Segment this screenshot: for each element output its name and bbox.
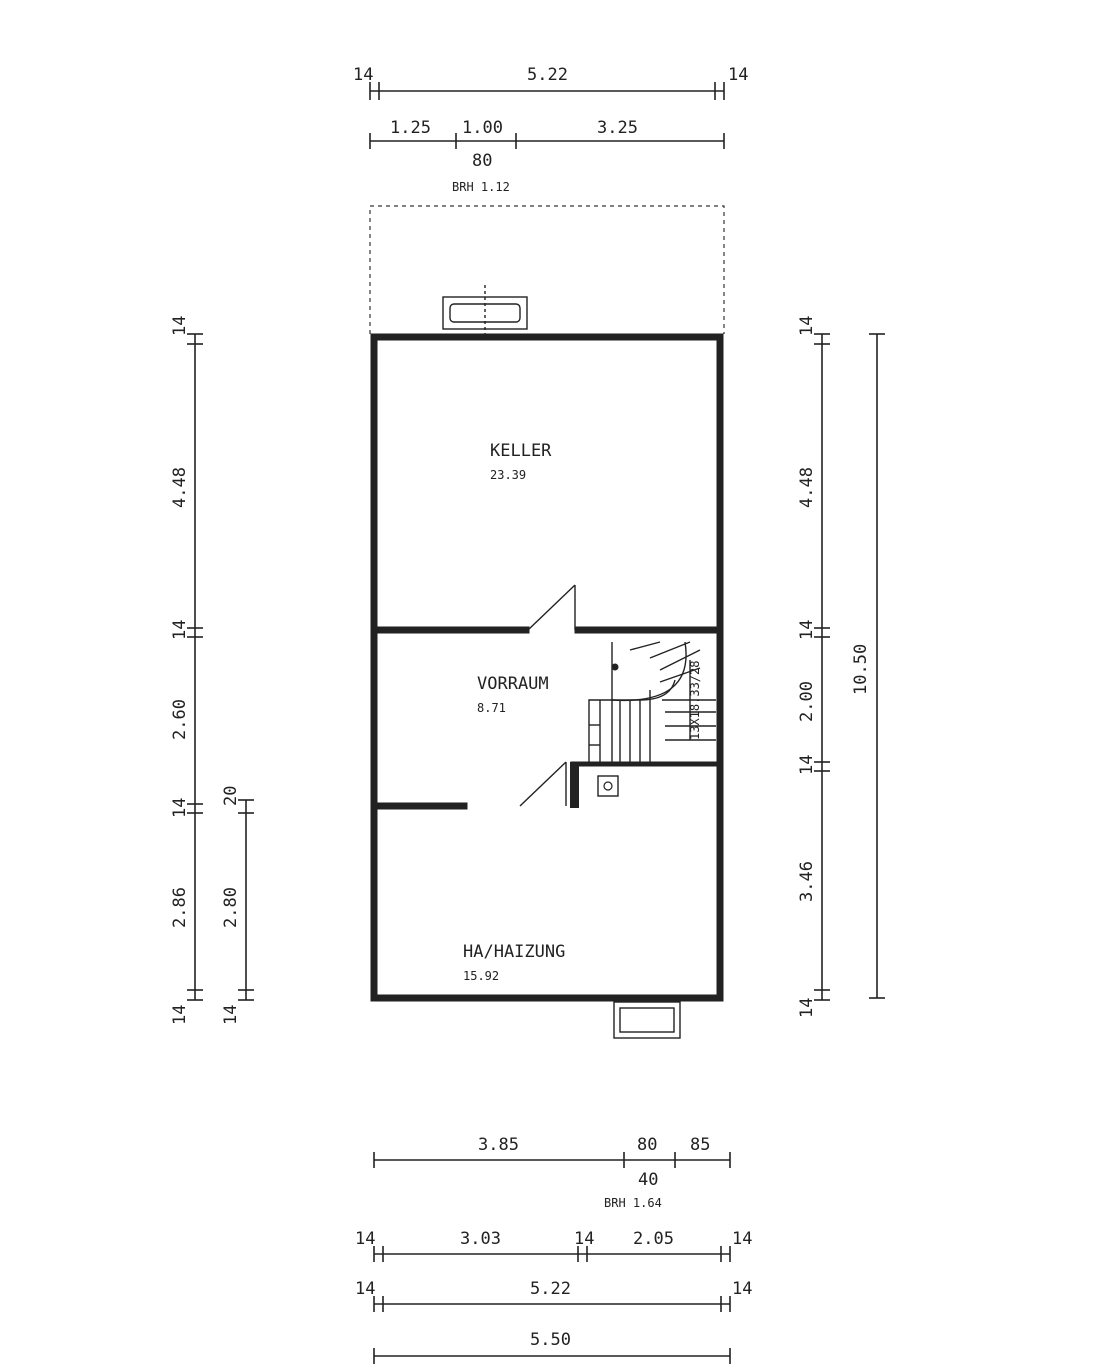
room-keller-area: 23.39 [490, 468, 526, 482]
right-bottom-end-label: 14 [797, 998, 817, 1018]
bottom-window-width-label: 40 [638, 1170, 658, 1190]
top-dimension-chain: 14 5.22 14 1.25 1.00 3.25 80 BRH 1.12 [353, 65, 748, 194]
room-keller: KELLER 23.39 [490, 441, 552, 482]
right-top-end-label: 14 [797, 316, 817, 336]
top-seg1-label: 1.25 [390, 118, 431, 138]
bottom-row1-seg2-label: 80 [637, 1135, 657, 1155]
top-window-brh-label: BRH 1.12 [452, 180, 510, 194]
floor-drain [597, 775, 619, 797]
bottom-row1-seg1-label: 3.85 [478, 1135, 519, 1155]
top-overall-label: 5.22 [527, 65, 568, 85]
left-inner-top-label: 20 [221, 786, 241, 806]
left-bottom-end-label: 14 [170, 1005, 190, 1025]
bottom-row2-end-left-label: 14 [355, 1229, 375, 1249]
top-window-width-label: 80 [472, 151, 492, 171]
room-heizung-area: 15.92 [463, 969, 499, 983]
top-end-right-label: 14 [728, 65, 748, 85]
right-seg2-label: 2.00 [797, 681, 817, 722]
top-seg3-label: 3.25 [597, 118, 638, 138]
left-seg2-label: 2.60 [170, 699, 190, 740]
dashed-outline [369, 205, 725, 334]
left-inner-seg-label: 2.80 [221, 887, 241, 928]
right-wall1-label: 14 [797, 620, 817, 640]
exterior-walls [370, 333, 724, 1002]
top-seg2-label: 1.00 [462, 118, 503, 138]
left-wall2-label: 14 [170, 798, 190, 818]
left-seg3-label: 2.86 [170, 887, 190, 928]
room-vorraum-area: 8.71 [477, 701, 506, 715]
left-seg1-label: 4.48 [170, 467, 190, 508]
bottom-row1-seg3-label: 85 [690, 1135, 710, 1155]
bottom-row3-end-left-label: 14 [355, 1279, 375, 1299]
right-overall-label: 10.50 [851, 644, 871, 695]
right-dimension-chain: 14 4.48 14 2.00 14 3.46 14 10.50 [797, 316, 885, 1018]
staircase: 13X18.33/28 [588, 641, 716, 766]
bottom-row2-mid-label: 14 [574, 1229, 594, 1249]
bottom-window [613, 995, 681, 1039]
bottom-dimension-chain: 3.85 80 85 40 BRH 1.64 14 3.03 14 2.05 1… [355, 1135, 752, 1364]
right-seg3-label: 3.46 [797, 861, 817, 902]
left-top-end-label: 14 [170, 316, 190, 336]
room-keller-name: KELLER [490, 441, 552, 461]
bottom-row2-seg2-label: 2.05 [633, 1229, 674, 1249]
left-inner-bottom-label: 14 [221, 1005, 241, 1025]
room-heizung: HA/HAIZUNG 15.92 [463, 942, 565, 983]
top-window [442, 285, 528, 340]
left-dimension-chain: 14 4.48 14 2.60 14 2.86 14 20 2.80 14 [170, 316, 254, 1025]
interior-walls [374, 626, 720, 810]
bottom-row4-overall-label: 5.50 [530, 1330, 571, 1350]
bottom-row2-end-right-label: 14 [732, 1229, 752, 1249]
door-heizung [519, 761, 567, 807]
right-wall2-label: 14 [797, 755, 817, 775]
bottom-row3-end-right-label: 14 [732, 1279, 752, 1299]
door-keller [527, 584, 576, 631]
bottom-row2-seg1-label: 3.03 [460, 1229, 501, 1249]
room-vorraum: VORRAUM 8.71 [477, 674, 549, 715]
right-seg1-label: 4.48 [797, 467, 817, 508]
left-wall1-label: 14 [170, 620, 190, 640]
bottom-row3-overall-label: 5.22 [530, 1279, 571, 1299]
top-end-left-label: 14 [353, 65, 373, 85]
room-vorraum-name: VORRAUM [477, 674, 549, 694]
bottom-window-brh-label: BRH 1.64 [604, 1196, 662, 1210]
stair-label: 13X18.33/28 [688, 661, 702, 740]
room-heizung-name: HA/HAIZUNG [463, 942, 565, 962]
